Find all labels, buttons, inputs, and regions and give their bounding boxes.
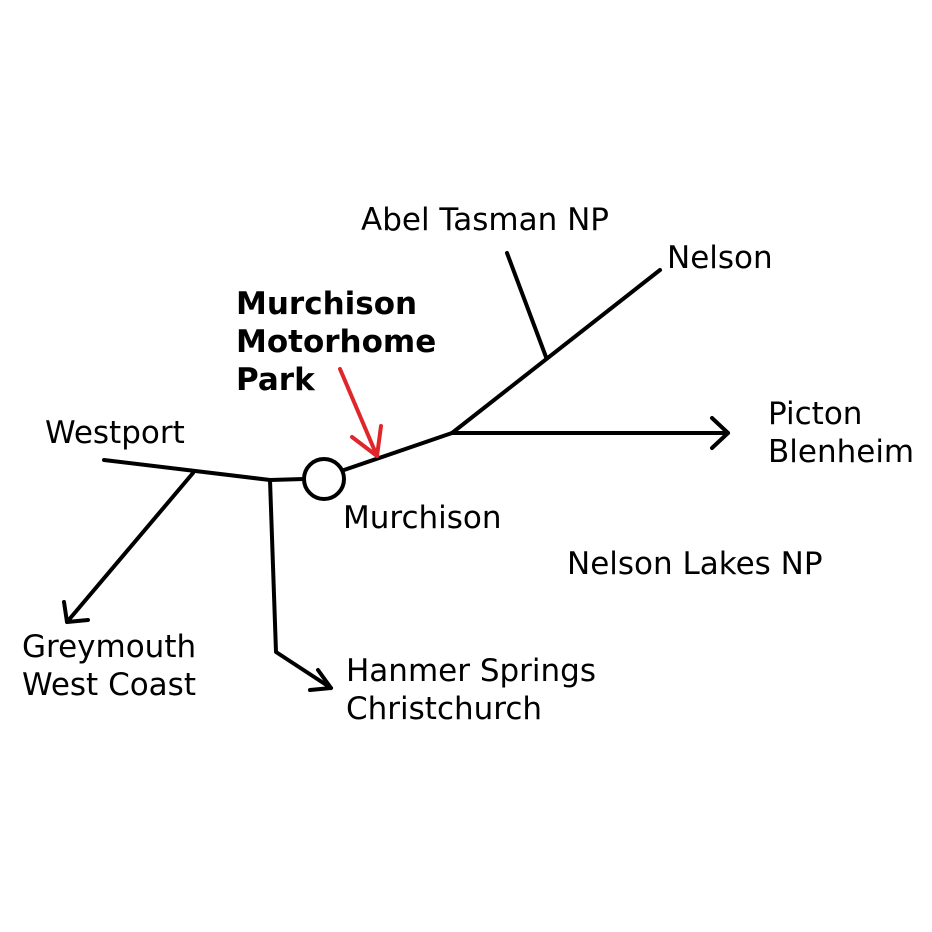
arrowhead-hanmer [308,668,333,692]
label-motorhome-park-line2: Motorhome [236,324,437,360]
label-picton-blenheim: Picton Blenheim [768,395,914,471]
label-motorhome-park: Murchison Motorhome Park [236,285,436,399]
label-blenheim: Blenheim [768,434,915,470]
park-pointer-arrowhead [350,424,383,458]
label-west-coast: West Coast [22,667,196,703]
road-greymouth [65,471,195,624]
label-christchurch: Christchurch [346,691,543,727]
road-murchison-east [342,431,454,472]
road-westport-murchison [102,458,306,482]
arrowhead-greymouth [62,600,90,624]
park-pointer-arrow [338,367,379,458]
arrowhead-picton [710,416,730,450]
label-nelson: Nelson [667,240,773,276]
road-abel-tasman [505,251,548,359]
label-murchison: Murchison [343,500,502,536]
label-westport: Westport [45,415,185,451]
road-hanmer [268,478,333,690]
label-greymouth-westcoast: Greymouth West Coast [22,628,196,704]
label-abel-tasman: Abel Tasman NP [361,202,609,238]
label-motorhome-park-line3: Park [236,362,315,398]
road-nelson [450,268,662,435]
label-picton: Picton [768,396,863,432]
label-hanmer-springs: Hanmer Springs [346,653,597,689]
label-greymouth: Greymouth [22,629,197,665]
murchison-town-marker [302,457,346,501]
label-hanmer-christchurch: Hanmer Springs Christchurch [346,652,596,728]
label-motorhome-park-line1: Murchison [236,286,418,322]
label-nelson-lakes: Nelson Lakes NP [567,546,823,582]
